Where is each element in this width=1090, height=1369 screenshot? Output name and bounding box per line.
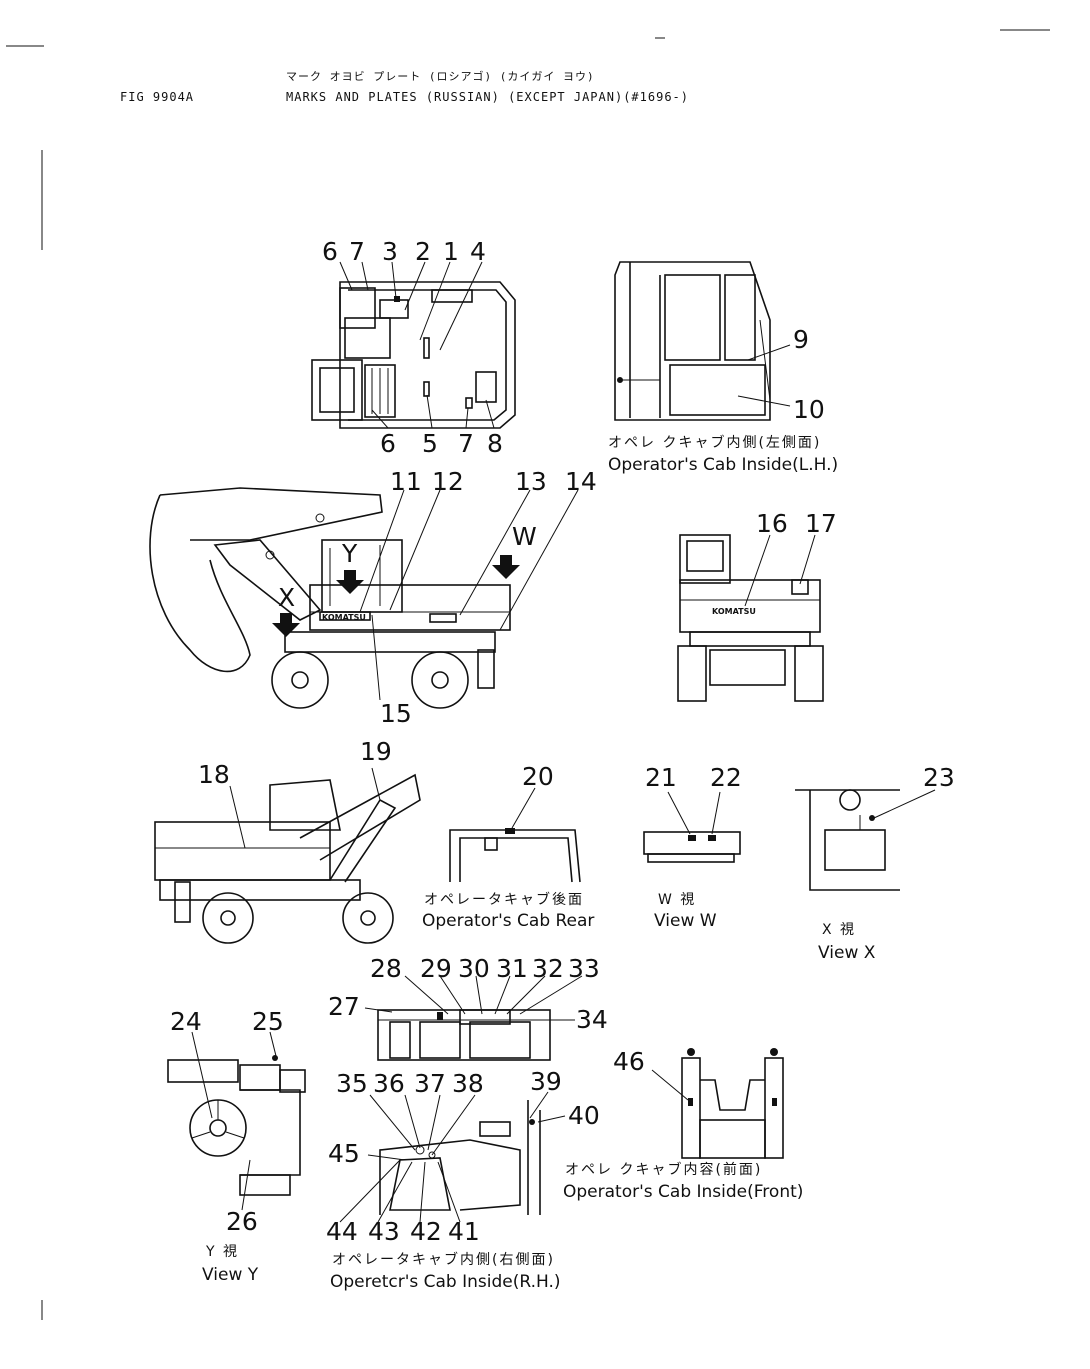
callout-31: 31 [496, 954, 528, 983]
callout-1: 1 [443, 237, 459, 266]
view-marker-w: W [512, 522, 537, 551]
callout-29: 29 [420, 954, 452, 983]
caption-view-x-en: View X [818, 943, 876, 963]
caption-view-y-jp: Y 視 [205, 1244, 239, 1260]
caption-cab-inside-lh-jp: オペレ クキャブ内側(左側面) [608, 434, 821, 451]
callout-34: 34 [576, 1005, 608, 1034]
excavator-angle-leaders [229, 767, 381, 849]
callout-42: 42 [410, 1217, 442, 1246]
callout-41: 41 [448, 1217, 480, 1246]
callout-46: 46 [613, 1047, 645, 1076]
view-marker-x: X [278, 583, 295, 612]
caption-cab-inside-rh-jp: オペレータキャブ内側(右側面) [332, 1251, 555, 1268]
callout-38: 38 [452, 1069, 484, 1098]
cab-rear-view [449, 787, 581, 883]
callout-18: 18 [198, 760, 230, 789]
caption-cab-rear-jp: オペレータキャブ後面 [424, 891, 584, 908]
caption-view-x-jp: X 視 [822, 922, 856, 938]
callout-5: 5 [422, 429, 438, 458]
callout-6-top: 6 [322, 237, 338, 266]
callout-9: 9 [793, 325, 809, 354]
callout-40: 40 [568, 1101, 600, 1130]
callout-22: 22 [710, 763, 742, 792]
komatsu-logo-side: KOMATSU [322, 613, 366, 622]
callout-43: 43 [368, 1217, 400, 1246]
callout-3: 3 [382, 237, 398, 266]
callout-17: 17 [805, 509, 837, 538]
excavator-rear-leaders [744, 534, 816, 607]
callout-45: 45 [328, 1139, 360, 1168]
callout-37: 37 [414, 1069, 446, 1098]
callout-6-bottom: 6 [380, 429, 396, 458]
cab-outline-leaders [339, 261, 495, 429]
caption-cab-rear-en: Operator's Cab Rear [422, 911, 594, 931]
callout-11: 11 [390, 467, 422, 496]
cab-inside-lh-view [614, 261, 791, 421]
callout-21: 21 [645, 763, 677, 792]
caption-cab-inside-lh-en: Operator's Cab Inside(L.H.) [608, 455, 838, 475]
callout-7-bottom: 7 [458, 429, 474, 458]
callout-13: 13 [515, 467, 547, 496]
view-marker-y: Y [341, 539, 358, 568]
callout-8: 8 [487, 429, 503, 458]
callout-23: 23 [923, 763, 955, 792]
callout-4: 4 [470, 237, 486, 266]
excavator-side-view: KOMATSU [149, 487, 520, 709]
excavator-angle-view [154, 773, 421, 944]
callout-32: 32 [532, 954, 564, 983]
caption-view-w-en: View W [654, 911, 717, 931]
excavator-side-leaders [359, 489, 579, 701]
cab-inside-front-view [651, 1048, 784, 1159]
scan-specks [6, 29, 1050, 1320]
figure-number: FIG 9904A [120, 90, 195, 104]
komatsu-logo-rear: KOMATSU [712, 607, 756, 616]
callout-28: 28 [370, 954, 402, 983]
callout-39: 39 [530, 1067, 562, 1096]
excavator-rear-view: KOMATSU [677, 534, 824, 702]
title-english: MARKS AND PLATES (RUSSIAN) (EXCEPT JAPAN… [286, 90, 690, 104]
callout-7-top: 7 [349, 237, 365, 266]
caption-cab-inside-front-en: Operator's Cab Inside(Front) [563, 1182, 803, 1202]
callout-16: 16 [756, 509, 788, 538]
caption-view-w-jp: W 視 [658, 892, 696, 908]
callout-2: 2 [415, 237, 431, 266]
cab-outline-view [311, 281, 516, 429]
callout-19: 19 [360, 737, 392, 766]
callout-24: 24 [170, 1007, 202, 1036]
view-y [167, 1031, 306, 1211]
callout-26: 26 [226, 1207, 258, 1236]
caption-cab-inside-rh-en: Operetcr's Cab Inside(R.H.) [330, 1272, 561, 1292]
callout-36: 36 [373, 1069, 405, 1098]
caption-view-y-en: View Y [202, 1265, 259, 1285]
view-w [643, 791, 741, 863]
caption-cab-inside-front-jp: オペレ クキャブ内容(前面) [565, 1161, 762, 1178]
callout-15: 15 [380, 699, 412, 728]
cab-inside-top-view [364, 975, 583, 1061]
callout-10: 10 [793, 395, 825, 424]
callout-12: 12 [432, 467, 464, 496]
callout-30: 30 [458, 954, 490, 983]
callout-33: 33 [568, 954, 600, 983]
cab-inside-rh-view [339, 1091, 566, 1223]
callout-25: 25 [252, 1007, 284, 1036]
callout-35: 35 [336, 1069, 368, 1098]
title-japanese: マーク オヨビ プレート (ロシアゴ) (カイガイ ヨウ) [286, 70, 595, 83]
callout-14: 14 [565, 467, 597, 496]
view-x [795, 789, 936, 891]
callout-27: 27 [328, 992, 360, 1021]
callout-44: 44 [326, 1217, 358, 1246]
callout-20: 20 [522, 762, 554, 791]
